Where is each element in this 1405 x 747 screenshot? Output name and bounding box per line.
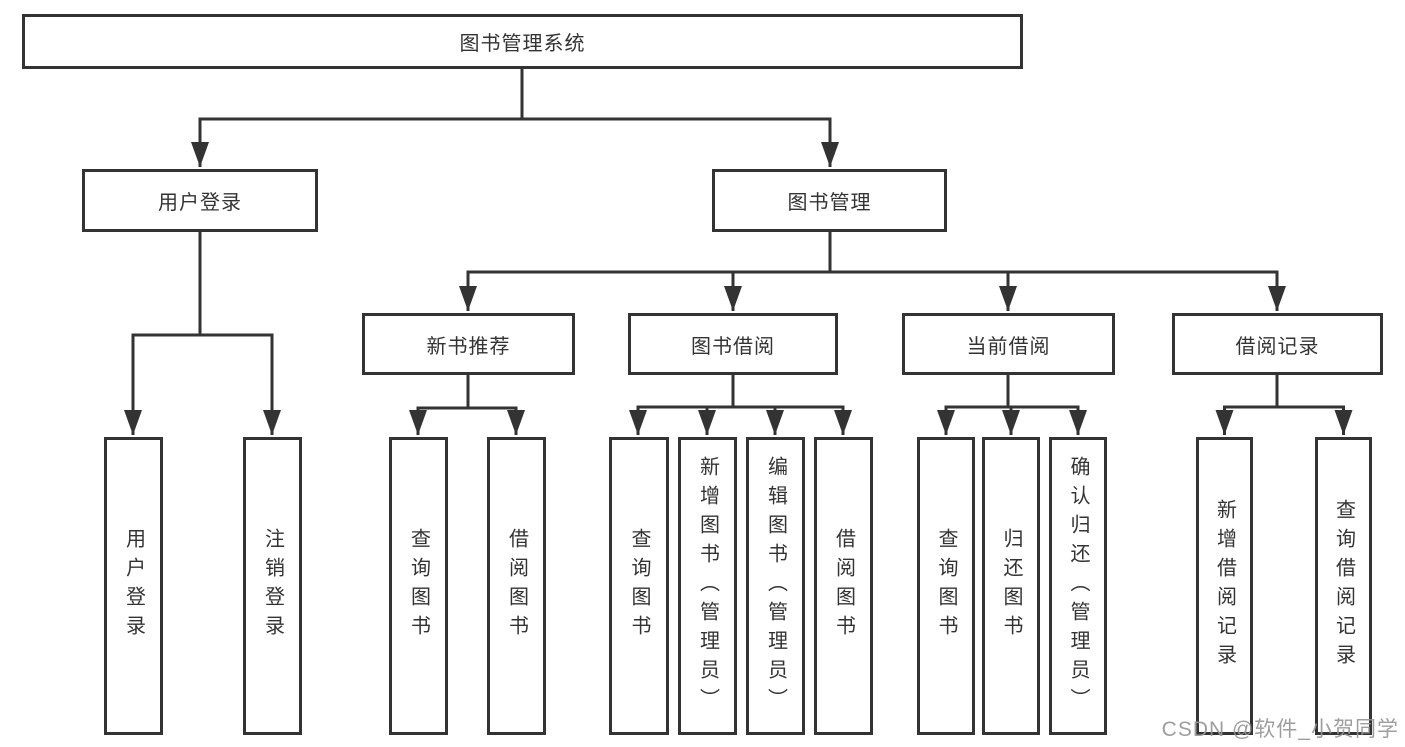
connector-current-to-leaves xyxy=(937,375,1087,435)
leaf-add-borrow-record: 新增借阅记录 xyxy=(1196,437,1253,735)
leaf-logout: 注销登录 xyxy=(243,437,302,735)
leaf-add-book-admin: 新增图书（管理员） xyxy=(678,437,737,735)
leaf-query-books-current: 查询图书 xyxy=(917,437,975,735)
node-book-management-branch: 图书管理 xyxy=(712,169,947,232)
node-borrowing-records: 借阅记录 xyxy=(1172,313,1383,375)
node-user-login-branch: 用户登录 xyxy=(82,169,318,232)
connector-root-to-level2 xyxy=(191,69,839,167)
connector-records-to-leaves xyxy=(1215,375,1353,435)
leaf-user-login: 用户登录 xyxy=(104,437,163,735)
connector-bookmgmt-to-level3 xyxy=(459,232,1286,311)
connector-borrowing-to-leaves xyxy=(629,375,852,435)
leaf-edit-book-admin: 编辑图书（管理员） xyxy=(746,437,805,735)
leaf-query-borrow-record: 查询借阅记录 xyxy=(1315,437,1372,735)
node-current-borrowing: 当前借阅 xyxy=(902,313,1115,375)
leaf-return-books: 归还图书 xyxy=(982,437,1040,735)
leaf-borrow-books-borrowing: 借阅图书 xyxy=(814,437,873,735)
leaf-query-books-recommend: 查询图书 xyxy=(389,437,448,735)
connector-newbook-to-leaves xyxy=(409,375,525,435)
connector-userlogin-to-leaves xyxy=(124,232,281,435)
csdn-watermark: CSDN @软件_小贺同学 xyxy=(1161,718,1399,741)
node-root-system: 图书管理系统 xyxy=(22,14,1023,69)
leaf-query-books-borrowing: 查询图书 xyxy=(609,437,669,735)
node-new-book-recommend: 新书推荐 xyxy=(362,313,575,375)
node-book-borrowing: 图书借阅 xyxy=(628,313,838,375)
leaf-borrow-books-recommend: 借阅图书 xyxy=(487,437,546,735)
leaf-confirm-return-admin: 确认归还（管理员） xyxy=(1049,437,1107,735)
